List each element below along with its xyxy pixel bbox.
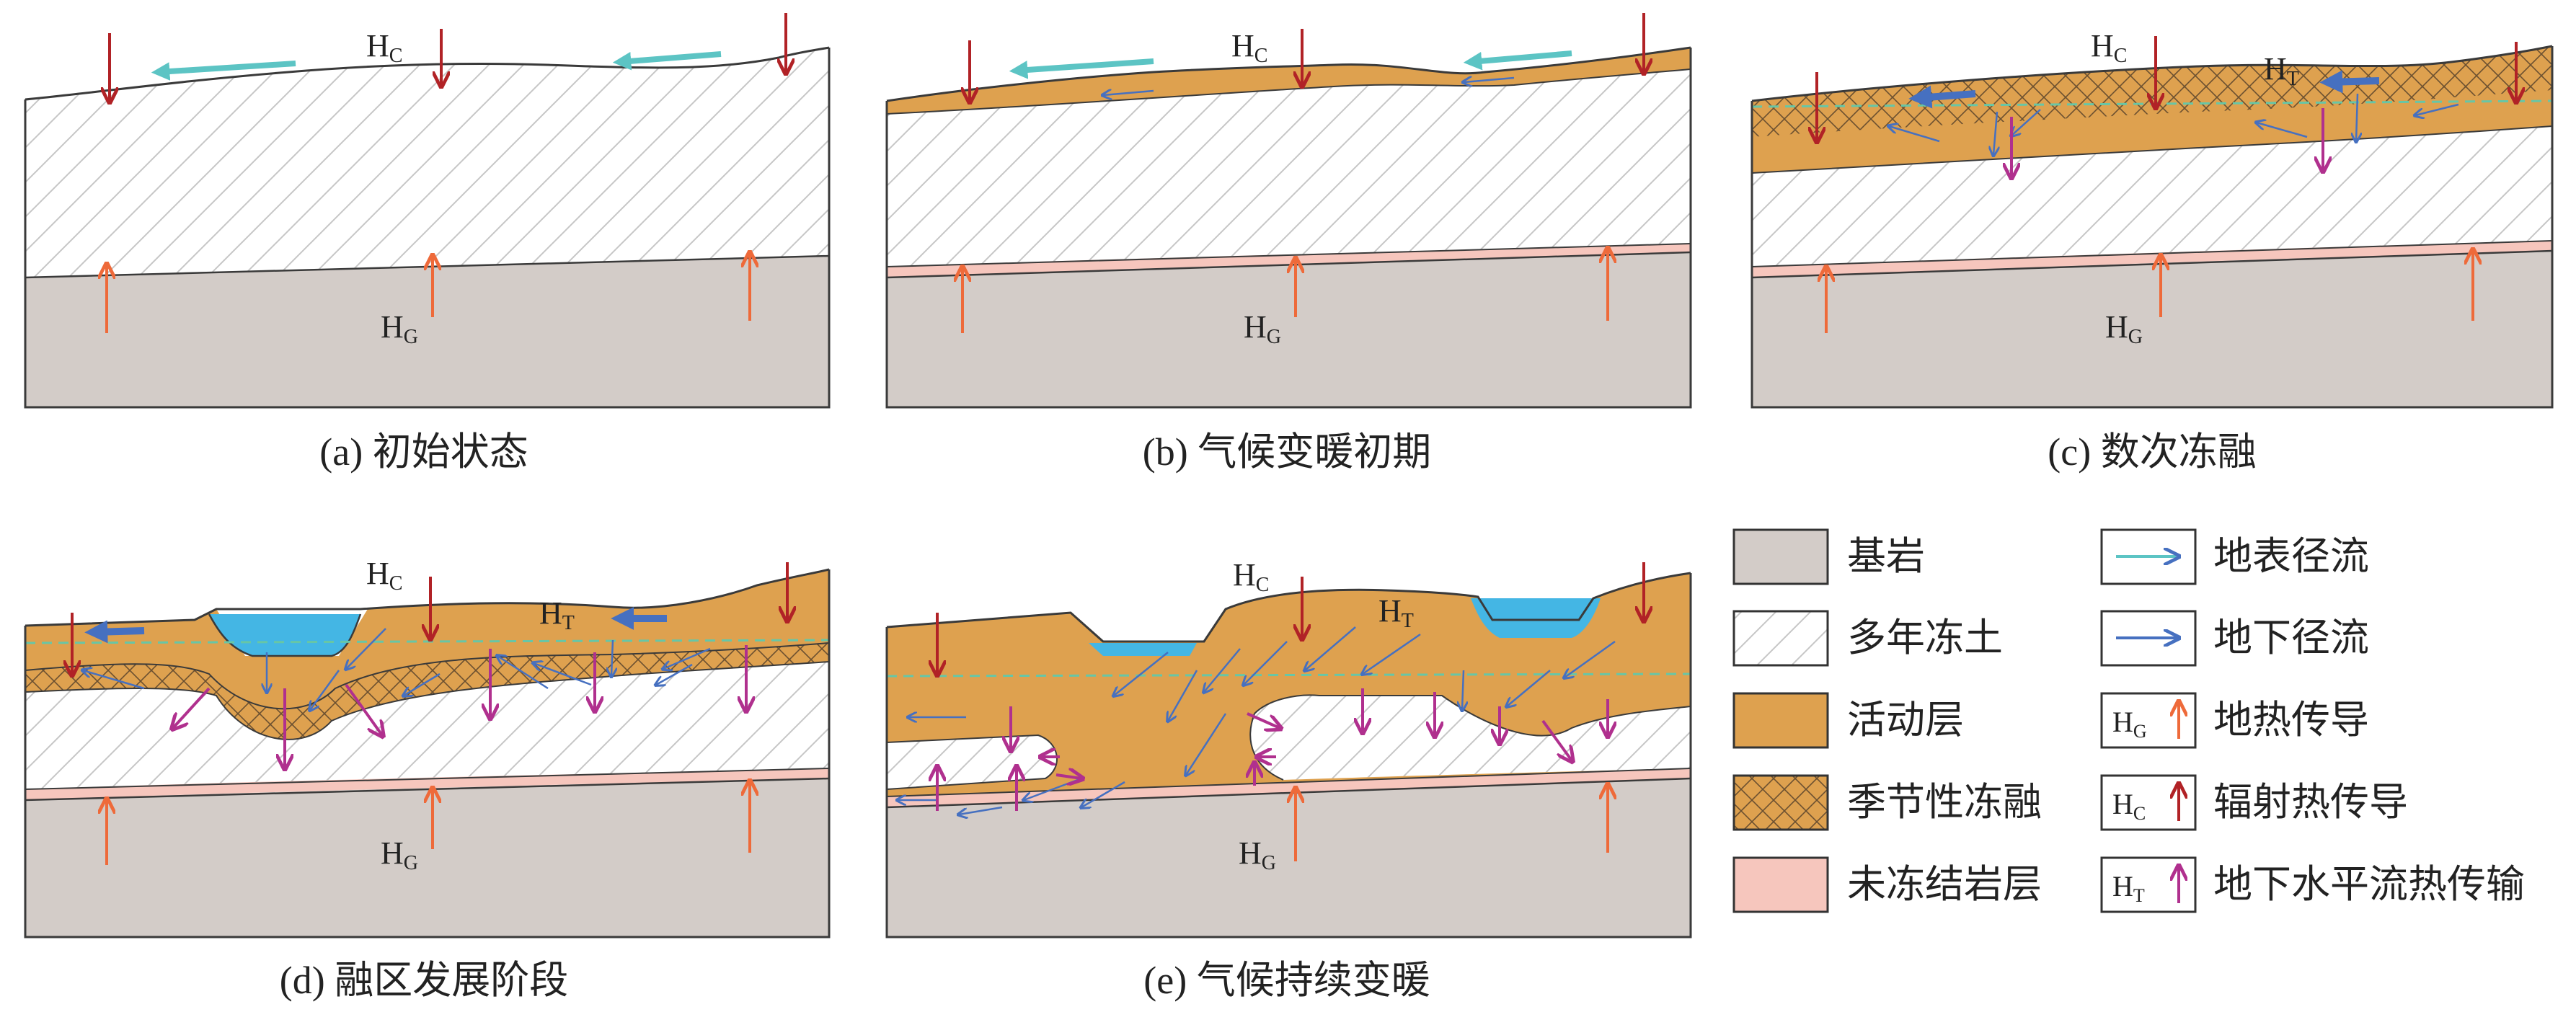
caption-b: (b) 气候变暖初期 [1143, 430, 1431, 474]
unfrozen-d [25, 768, 829, 800]
label-ht-c: HT [2264, 51, 2299, 90]
seasonal-d [25, 643, 829, 740]
legend-label-advection: 地下水平流热传输 [2213, 863, 2525, 906]
label-hg-d: HG [381, 835, 418, 874]
legend-swatch-permafrost [1732, 610, 1829, 667]
label-hg-c: HG [2105, 309, 2143, 348]
panel-e [885, 562, 1692, 938]
legend-swatch-bedrock [1732, 528, 1829, 585]
active-layer-b [887, 48, 1691, 114]
panel-b [885, 13, 1692, 409]
label-ht-d: HT [539, 595, 575, 634]
legend-label-bedrock: 基岩 [1847, 535, 1925, 578]
caption-c: (c) 数次冻融 [2048, 430, 2256, 474]
label-hg-a: HG [381, 309, 418, 348]
legend-symbol-ht: HT [2112, 870, 2145, 906]
panel-d [24, 562, 831, 938]
bedrock-a [25, 256, 829, 407]
caption-d: (d) 融区发展阶段 [280, 959, 568, 1002]
label-hc-c: HC [2091, 28, 2127, 67]
bedrock-e [887, 778, 1691, 937]
label-hc-b: HC [1231, 28, 1267, 67]
label-hc-a: HC [366, 28, 402, 67]
legend-symbol-hc: HC [2112, 788, 2146, 824]
permafrost-e-right [1250, 695, 1691, 780]
bedrock-b [887, 252, 1691, 407]
permafrost-c [1752, 126, 2552, 267]
legend-label-seasonal: 季节性冻融 [1847, 781, 2042, 824]
water-e-right [1471, 598, 1601, 638]
label-hg-e: HG [1239, 835, 1276, 874]
panel-a [24, 13, 831, 409]
legend-label-unfrozen: 未冻结岩层 [1847, 863, 2042, 906]
legend-label-permafrost: 多年冻土 [1847, 616, 2003, 660]
bedrock-c [1752, 251, 2552, 407]
legend-label-radiation: 辐射热传导 [2213, 781, 2408, 824]
legend-label-geothermal: 地热传导 [2213, 698, 2369, 742]
caption-a: (a) 初始状态 [319, 430, 528, 474]
permafrost-d [25, 662, 829, 789]
legend-label-underground-runoff: 地下径流 [2213, 616, 2369, 660]
caption-e: (e) 气候持续变暖 [1143, 959, 1430, 1002]
label-hc-e: HC [1233, 557, 1269, 596]
label-hc-d: HC [366, 556, 402, 595]
permafrost-b [887, 69, 1691, 267]
legend-swatch-seasonal [1732, 774, 1829, 831]
water-e-left [1089, 643, 1197, 656]
legend-swatch-active-layer [1732, 692, 1829, 749]
seasonal-c [1752, 46, 2552, 137]
permafrost-a [25, 48, 829, 278]
label-hg-b: HG [1244, 309, 1281, 348]
panel-c [1750, 36, 2554, 409]
label-ht-e: HT [1378, 593, 1414, 632]
water-d [209, 614, 360, 656]
legend-label-active-layer: 活动层 [1847, 698, 1964, 742]
legend-label-surface-runoff: 地表径流 [2213, 535, 2369, 578]
legend: 基岩 多年冻土 活动层 季节性冻融 未冻结岩层 HG HC HT 地表径流 地下… [1732, 528, 2525, 913]
legend-swatch-unfrozen [1732, 856, 1829, 913]
legend-symbol-hg: HG [2112, 706, 2147, 742]
bedrock-d [25, 778, 829, 937]
